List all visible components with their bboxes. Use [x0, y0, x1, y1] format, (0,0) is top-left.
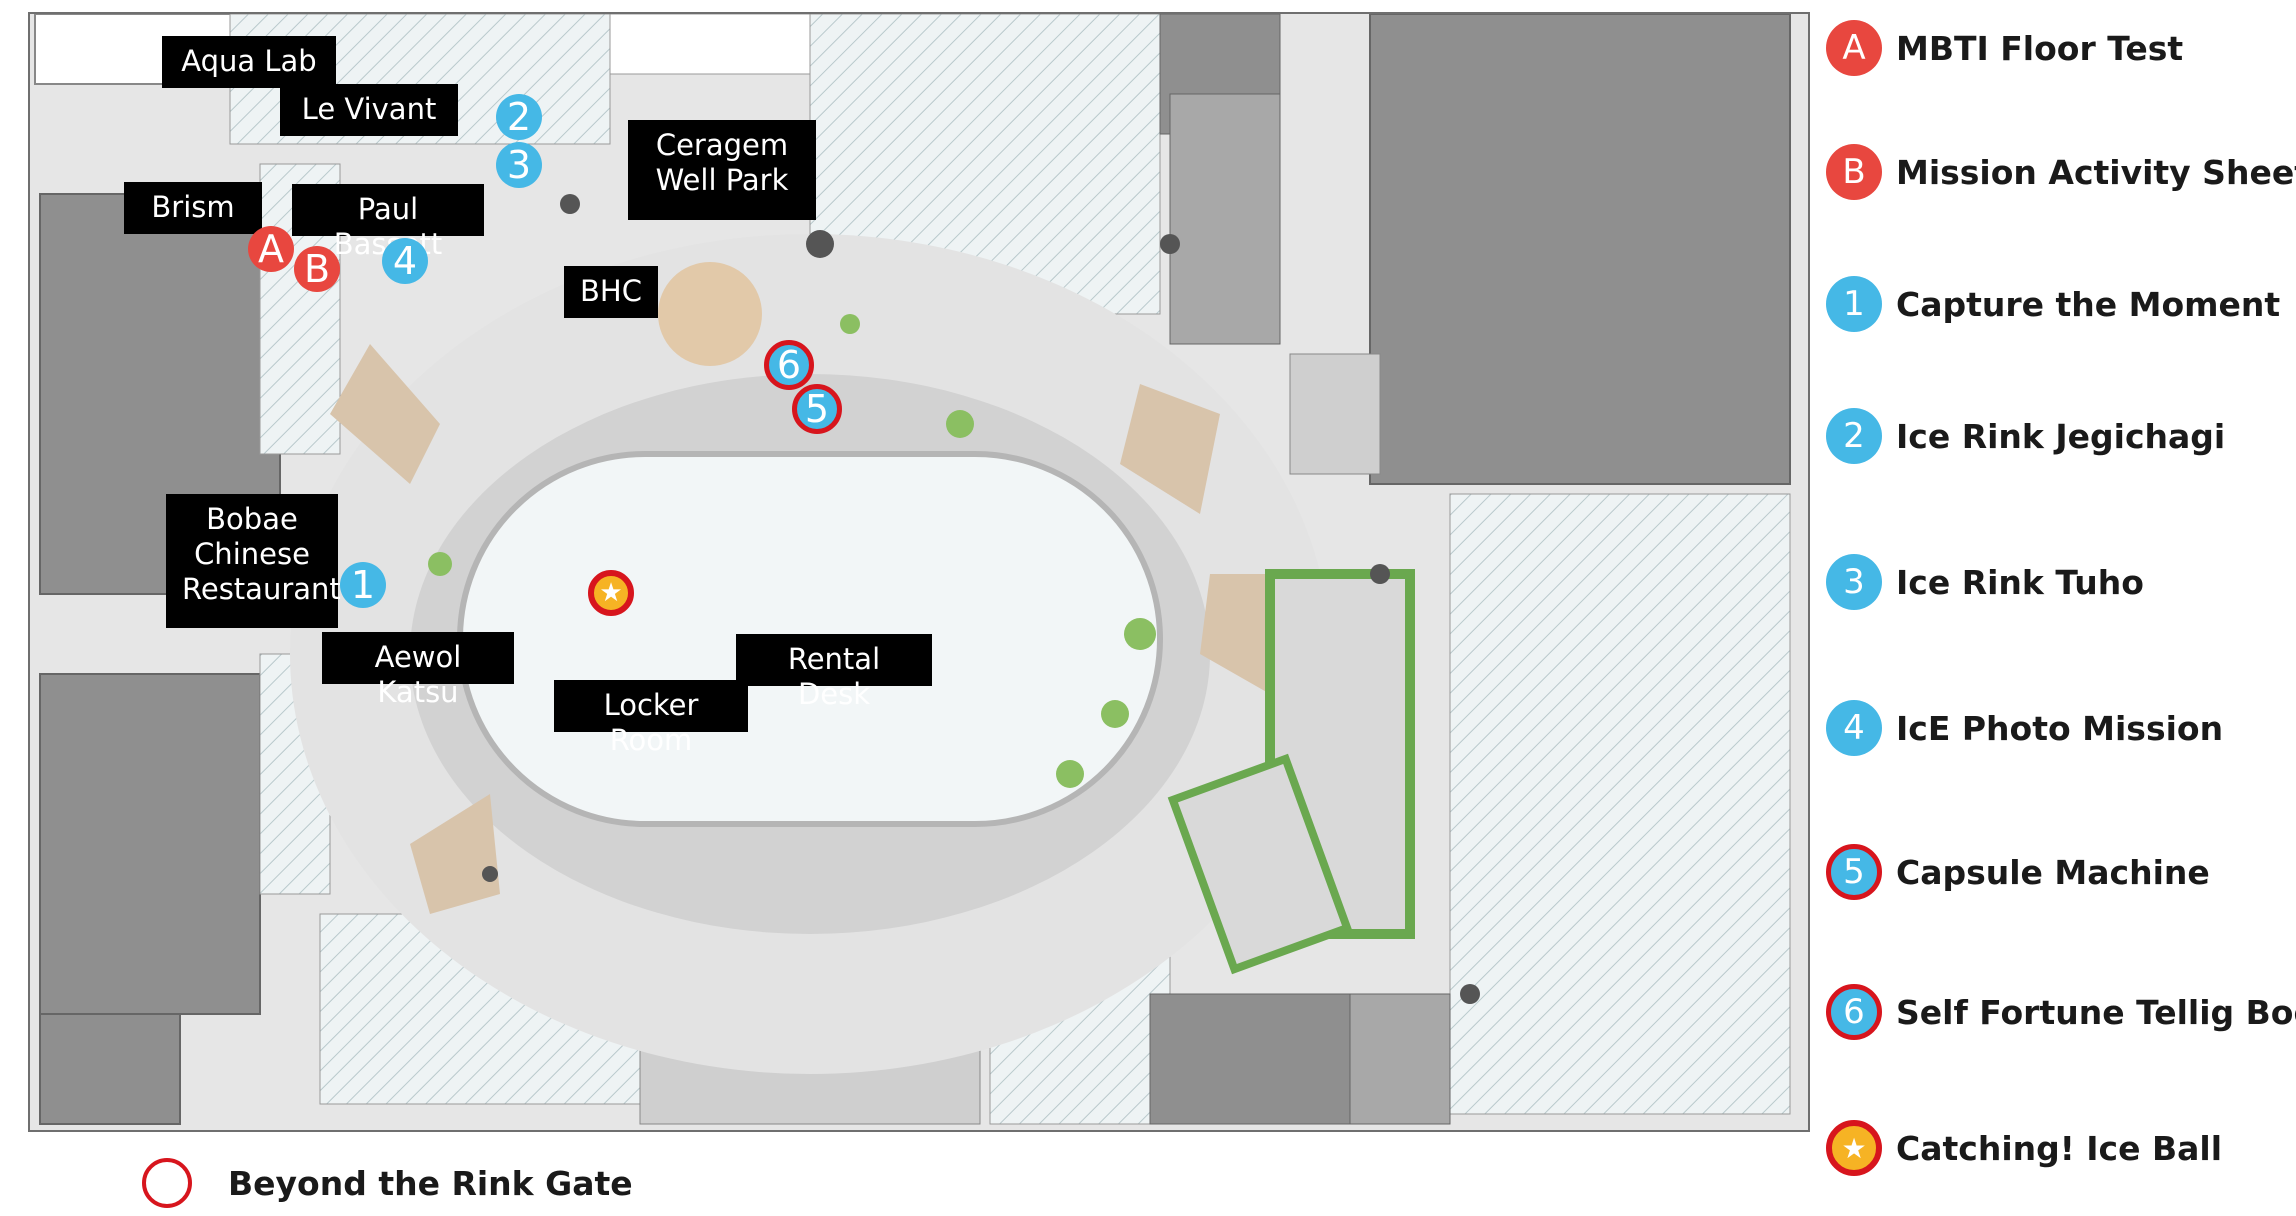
store-label-rental-desk: Rental Desk [736, 634, 932, 711]
store-label-bobae-chinese-restaurant: Bobae Chinese Restaurant [166, 494, 341, 628]
marker-5-capsule-machine[interactable]: 5 [792, 384, 842, 434]
legend-badge: B [1826, 144, 1882, 200]
marker-4-ice-photo-mission[interactable]: 4 [382, 238, 428, 284]
legend-label: MBTI Floor Test [1896, 28, 2184, 68]
legend-label: Catching! Ice Ball [1896, 1128, 2223, 1168]
legend-label: Self Fortune Tellig Booth [1896, 992, 2296, 1032]
store-label-le-vivant: Le Vivant [280, 84, 458, 136]
legend-badge: A [1826, 20, 1882, 76]
legend-item-ice-rink-jegichagi: 2 Ice Rink Jegichagi [1826, 406, 2225, 466]
legend-badge: 1 [1826, 276, 1882, 332]
legend-badge: 6 [1826, 984, 1882, 1040]
marker-2-ice-rink-jegichagi[interactable]: 2 [496, 94, 542, 140]
gate-ring-icon [142, 1158, 192, 1208]
legend-item-catching-ice-ball: ★ Catching! Ice Ball [1826, 1118, 2222, 1178]
legend-badge: 5 [1826, 844, 1882, 900]
legend-item-ice-rink-tuho: 3 Ice Rink Tuho [1826, 552, 2144, 612]
store-label-paul-bassett: Paul Bassett [292, 184, 484, 261]
legend-item-capsule-machine: 5 Capsule Machine [1826, 842, 2210, 902]
store-label-aqua-lab: Aqua Lab [162, 36, 336, 88]
legend-badge: 3 [1826, 554, 1882, 610]
store-label-brism: Brism [124, 182, 262, 234]
legend-label: Capture the Moment [1896, 284, 2281, 324]
gate-key: Beyond the Rink Gate [142, 1158, 633, 1208]
marker-star-catching-ice-ball[interactable]: ★ [588, 570, 634, 616]
marker-1-capture-the-moment[interactable]: 1 [340, 562, 386, 608]
marker-6-self-fortune-booth[interactable]: 6 [764, 340, 814, 390]
gate-key-label: Beyond the Rink Gate [228, 1163, 633, 1203]
floor-map[interactable]: Aqua Lab Le Vivant Ceragem Well Park Bri… [28, 12, 1810, 1132]
legend-label: Ice Rink Jegichagi [1896, 416, 2226, 456]
legend-item-self-fortune-tellig-booth: 6 Self Fortune Tellig Booth [1826, 982, 2296, 1042]
store-label-aewol-katsu: Aewol Katsu [322, 632, 514, 709]
legend-label: IcE Photo Mission [1896, 708, 2224, 748]
store-label-locker-room: Locker Room [554, 680, 748, 757]
legend-label: Mission Activity Sheet [1896, 152, 2296, 192]
marker-a-mbti-floor-test[interactable]: A [248, 226, 294, 272]
store-label-ceragem-well-park: Ceragem Well Park [628, 120, 816, 220]
legend-badge: ★ [1826, 1120, 1882, 1176]
legend-badge: 2 [1826, 408, 1882, 464]
legend-item-capture-the-moment: 1 Capture the Moment [1826, 274, 2280, 334]
legend-label: Ice Rink Tuho [1896, 562, 2144, 602]
legend-item-mission-activity-sheet: B Mission Activity Sheet [1826, 142, 2296, 202]
legend-item-mbti-floor-test: A MBTI Floor Test [1826, 18, 2183, 78]
legend-label: Capsule Machine [1896, 852, 2210, 892]
legend-item-ice-photo-mission: 4 IcE Photo Mission [1826, 698, 2223, 758]
store-label-bhc: BHC [564, 266, 658, 318]
marker-b-mission-activity-sheet[interactable]: B [294, 246, 340, 292]
legend-badge: 4 [1826, 700, 1882, 756]
marker-3-ice-rink-tuho[interactable]: 3 [496, 142, 542, 188]
